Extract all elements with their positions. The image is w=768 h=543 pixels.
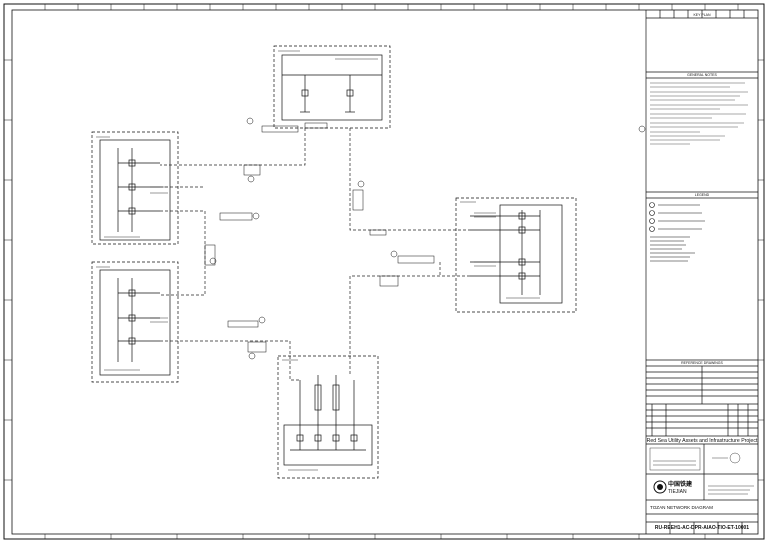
border-ticks (4, 4, 764, 539)
general-notes-label: GENERAL NOTES (687, 73, 717, 77)
tiejian-logo-icon (653, 480, 667, 494)
legend-symbols (649, 202, 705, 262)
client-logo (649, 447, 754, 495)
drawing-title: TOZAN NETWORK DIAGRAM (650, 505, 713, 510)
legend-label: LEGEND (695, 193, 710, 197)
project-name: Red Sea Utility Assets and Infrastructur… (647, 438, 758, 444)
cable-routes (160, 128, 470, 381)
company-cn: 中国铁建 (668, 480, 693, 488)
station-labels (96, 50, 540, 471)
company-en: TIEJIAN (668, 489, 687, 495)
drawing-number: RU-REEH1-AC-DPR-AIAO-TIO-ET-10001 (655, 525, 749, 531)
general-notes-lines (650, 82, 748, 145)
network-diagram (91, 45, 577, 479)
cable-tags (204, 117, 646, 360)
title-block (645, 10, 758, 534)
key-plan-label: KEY PLAN (693, 13, 711, 17)
reference-drawings-label: REFERENCE DRAWINGS (681, 361, 723, 365)
